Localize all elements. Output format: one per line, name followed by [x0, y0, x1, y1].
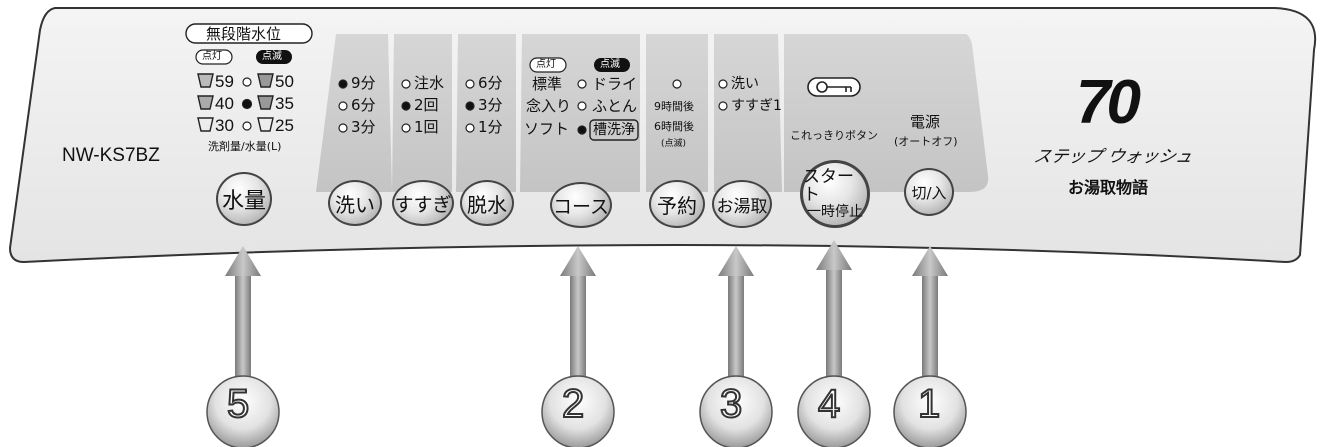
callout-circle-5: [206, 375, 280, 447]
water-level-50: 50: [275, 72, 294, 91]
water-lit-text: 点灯: [202, 51, 222, 62]
spin-option-1: 1分: [478, 118, 503, 136]
course-futon: ふとん: [592, 97, 638, 115]
power-label: 電源: [910, 113, 941, 131]
section-start-power-bg: [784, 34, 989, 192]
arrow-1: [912, 246, 948, 378]
course-standard: 標準: [532, 75, 563, 93]
section-course-bg: [520, 34, 640, 192]
start-button-line2: 一時停止: [807, 203, 863, 220]
rinse-option-1: 1回: [414, 118, 439, 136]
section-wash-bg: [316, 34, 392, 192]
water-level-35: 35: [275, 94, 294, 113]
callout-circle-2: [541, 375, 615, 447]
callout-number-5: 5: [226, 382, 250, 426]
water-blink-badge: [256, 50, 292, 64]
key-icon: [807, 77, 861, 97]
water-blink-text: 点滅: [262, 51, 282, 62]
course-tank-clean: 槽洗浄: [593, 122, 635, 138]
timer-blink: (点滅): [661, 139, 687, 149]
water-level-30: 30: [215, 116, 234, 135]
wash-option-3: 3分: [351, 118, 376, 136]
callout-number-2: 2: [561, 382, 585, 426]
course-dry: ドライ: [592, 75, 638, 93]
wash-button[interactable]: 洗い: [328, 180, 382, 226]
spin-option-6: 6分: [478, 74, 503, 92]
bath-water-button[interactable]: お湯取: [712, 180, 772, 228]
course-lit-badge: [529, 57, 567, 73]
power-sub-label: (オートオフ): [894, 135, 958, 148]
rinse-option-water: 注水: [414, 74, 445, 92]
callout-number-1: 1: [917, 382, 941, 426]
callout-circle-1: [893, 375, 967, 447]
indicator-dots: [241, 77, 728, 135]
water-title: 無段階水位: [206, 25, 282, 43]
bath-option-wash: 洗い: [731, 76, 759, 92]
water-footer: 洗剤量/水量(L): [208, 140, 282, 153]
timer-6h: 6時間後: [654, 120, 694, 133]
callout-number-3: 3: [719, 382, 743, 426]
water-volume-button[interactable]: 水量: [216, 172, 272, 226]
model-label: NW-KS7BZ: [62, 145, 160, 166]
spin-option-3: 3分: [478, 96, 503, 114]
water-level-40: 40: [215, 94, 234, 113]
start-label: これっきりボタン: [790, 129, 878, 142]
wash-option-6: 6分: [351, 96, 376, 114]
section-timer-bg: [646, 34, 708, 192]
rinse-option-2: 2回: [414, 96, 439, 114]
course-thorough: 念入り: [526, 97, 572, 115]
callout-circle-4: [797, 375, 871, 447]
course-blink-badge: [594, 58, 630, 72]
timer-9h: 9時間後: [654, 100, 694, 113]
section-rinse-bg: [392, 34, 452, 192]
spin-button[interactable]: 脱水: [460, 180, 514, 226]
brand-line2: お湯取物語: [1068, 178, 1149, 197]
brand-line1: ステップ ウォッシュ: [1031, 147, 1195, 167]
timer-button[interactable]: 予約: [649, 180, 705, 228]
wash-option-9: 9分: [351, 74, 376, 92]
arrow-4: [816, 240, 852, 378]
tank-clean-box: [589, 119, 639, 141]
callout-circle-3: [699, 375, 773, 447]
course-lit-text: 点灯: [536, 59, 556, 70]
water-level-59: 59: [215, 72, 234, 91]
section-bath-bg: [714, 34, 782, 192]
arrow-2: [560, 246, 596, 378]
arrow-5: [225, 246, 261, 378]
start-pause-button[interactable]: スタート 一時停止: [800, 160, 870, 228]
water-title-pill: [185, 23, 313, 44]
brand-number: 70: [1076, 68, 1141, 137]
course-blink-text: 点滅: [600, 59, 620, 70]
power-button[interactable]: 切/入: [904, 168, 954, 216]
rinse-button[interactable]: すすぎ: [392, 180, 454, 226]
section-spin-bg: [456, 34, 516, 192]
start-button-line1: スタート: [803, 166, 854, 206]
course-button[interactable]: コース: [550, 182, 612, 228]
arrow-3: [718, 246, 754, 378]
cup-icons: [197, 73, 274, 132]
water-level-25: 25: [275, 116, 294, 135]
bath-option-rinse: すすぎ1: [731, 98, 782, 114]
callout-number-4: 4: [817, 382, 841, 426]
course-soft: ソフト: [524, 120, 570, 138]
water-lit-badge: [195, 49, 233, 65]
